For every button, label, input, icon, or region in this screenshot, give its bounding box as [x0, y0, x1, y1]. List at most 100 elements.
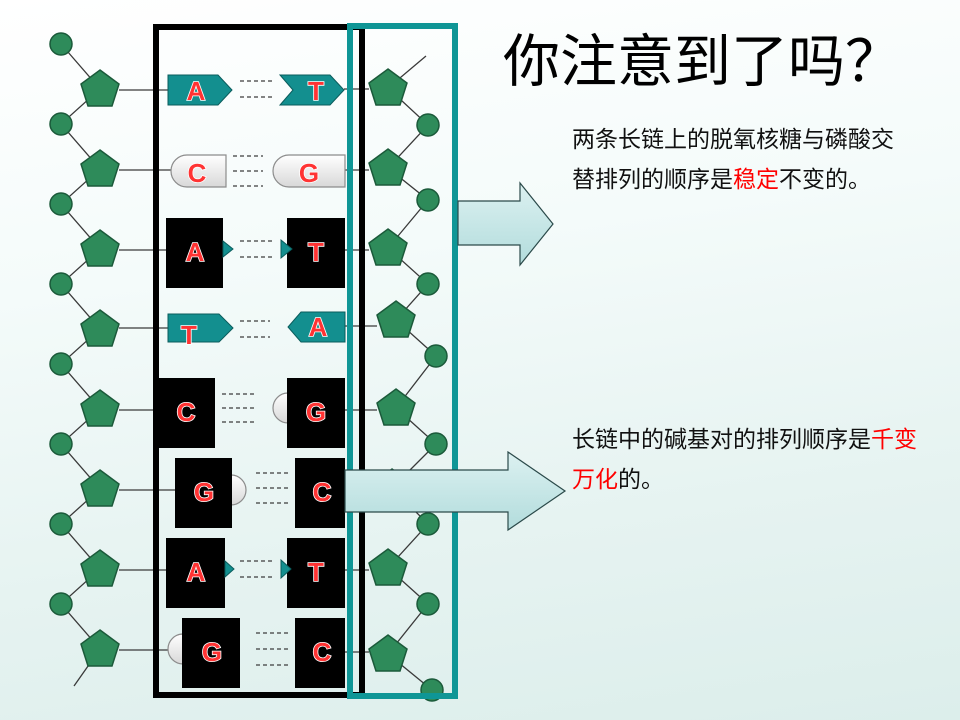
base-letter-right: T — [308, 76, 324, 106]
phosphate-circle — [416, 272, 440, 296]
base-letter-right: G — [299, 158, 319, 188]
base-pair-row-2: C G — [170, 154, 346, 189]
base-pairs-frame — [153, 24, 365, 698]
note-text: 的。 — [618, 467, 664, 493]
hydrogen-bonds — [240, 80, 272, 98]
phosphate-circle — [49, 192, 73, 216]
base-pair-row-1: A T — [167, 74, 345, 107]
arrow-to-note-2 — [344, 450, 567, 532]
deoxyribose-pentagon — [80, 69, 120, 107]
hydrogen-bonds — [222, 393, 256, 423]
phosphate-circle — [416, 188, 440, 212]
phosphate-circle — [49, 112, 73, 136]
backbone-frame — [347, 23, 458, 699]
base-shape-right — [287, 538, 345, 608]
deoxyribose-pentagon — [80, 389, 120, 427]
base-letter-right: T — [308, 237, 324, 267]
phosphate-circle — [49, 32, 73, 56]
base-notch — [224, 559, 235, 579]
phosphate-circle — [416, 113, 440, 137]
phosphate-circle — [416, 592, 440, 616]
base-pair-row-5: C G — [155, 378, 345, 448]
base-letter-left: G — [194, 477, 214, 507]
base-notch — [280, 558, 292, 580]
base-letter-left: A — [187, 557, 206, 587]
phosphate-circle — [49, 512, 73, 536]
base-shape-right — [295, 458, 345, 528]
note-highlight: 稳定 — [733, 167, 779, 193]
base-letter-right: G — [306, 397, 326, 427]
deoxyribose-pentagon — [368, 634, 408, 672]
deoxyribose-pentagon — [376, 388, 416, 426]
base-pair-row-6: G C — [175, 458, 345, 528]
deoxyribose-pentagon — [80, 629, 120, 667]
base-shape-left — [182, 618, 240, 688]
base-shape-right — [287, 378, 345, 448]
base-letter-left: C — [177, 397, 196, 427]
note-line: 万化的。 — [572, 460, 917, 500]
deoxyribose-pentagon — [376, 300, 416, 338]
deoxyribose-pentagon — [368, 548, 408, 586]
hydrogen-bonds — [233, 155, 263, 187]
phosphate-circle — [49, 352, 73, 376]
base-pair-row-3: A T — [166, 218, 345, 288]
base-shape-right — [278, 74, 345, 106]
base-notch — [280, 238, 293, 260]
note-highlight: 万化 — [572, 467, 618, 493]
base-shape-right — [287, 218, 345, 288]
base-shape-right — [287, 311, 346, 343]
deoxyribose-pentagon — [80, 309, 120, 347]
base-notch — [222, 239, 234, 259]
base-shape-left — [167, 313, 234, 343]
base-letter-left: A — [187, 76, 206, 106]
note-line: 替排列的顺序是稳定不变的。 — [572, 160, 894, 200]
base-letter-left: A — [186, 237, 205, 267]
note-backbone-order: 两条长链上的脱氧核糖与磷酸交 替排列的顺序是稳定不变的。 — [572, 120, 894, 200]
note-text: 替排列的顺序是 — [572, 167, 733, 193]
note-text: 两条长链上的脱氧核糖与磷酸交 — [572, 127, 894, 153]
base-pair-row-4: T A — [167, 311, 346, 351]
base-shape-left — [175, 458, 232, 528]
base-bump — [230, 474, 247, 506]
hydrogen-bonds — [240, 560, 272, 578]
hydrogen-bonds — [256, 632, 288, 666]
base-shape-left — [166, 538, 225, 608]
note-line: 两条长链上的脱氧核糖与磷酸交 — [572, 120, 894, 160]
base-shape-left — [155, 378, 215, 448]
base-letter-right: A — [309, 312, 328, 342]
left-backbone — [49, 32, 175, 687]
deoxyribose-pentagon — [80, 229, 120, 267]
hydrogen-bonds — [240, 240, 272, 258]
hydrogen-bonds — [256, 472, 290, 504]
base-pair-row-8: G C — [167, 618, 345, 688]
deoxyribose-pentagon — [368, 68, 408, 106]
note-text: 不变的。 — [779, 167, 871, 193]
note-line: 长链中的碱基对的排列顺序是千变 — [572, 420, 917, 460]
base-letter-right: T — [308, 557, 324, 587]
left-connectors — [119, 89, 175, 651]
note-highlight: 千变 — [871, 427, 917, 453]
base-shape-left — [167, 74, 233, 106]
note-base-pair-order: 长链中的碱基对的排列顺序是千变 万化的。 — [572, 420, 917, 500]
base-bump — [167, 633, 184, 665]
base-letter-left: C — [188, 158, 207, 188]
base-shape-right — [295, 618, 345, 688]
phosphate-circle — [424, 432, 448, 456]
deoxyribose-pentagon — [368, 228, 408, 266]
base-letter-right: C — [313, 637, 332, 667]
deoxyribose-pentagon — [80, 549, 120, 587]
base-shape-left — [166, 218, 223, 288]
base-bump — [272, 392, 289, 424]
base-letter-left: G — [202, 637, 222, 667]
deoxyribose-pentagon — [80, 149, 120, 187]
base-shape-right — [272, 154, 346, 188]
phosphate-circle — [416, 512, 440, 536]
slide-title: 你注意到了吗？ — [503, 29, 902, 95]
base-pair-row-7: A T — [166, 538, 345, 608]
phosphate-circle — [49, 432, 73, 456]
base-shape-left — [170, 154, 227, 188]
phosphate-circle — [49, 272, 73, 296]
base-letter-left: T — [181, 320, 197, 350]
phosphate-circle — [49, 592, 73, 616]
